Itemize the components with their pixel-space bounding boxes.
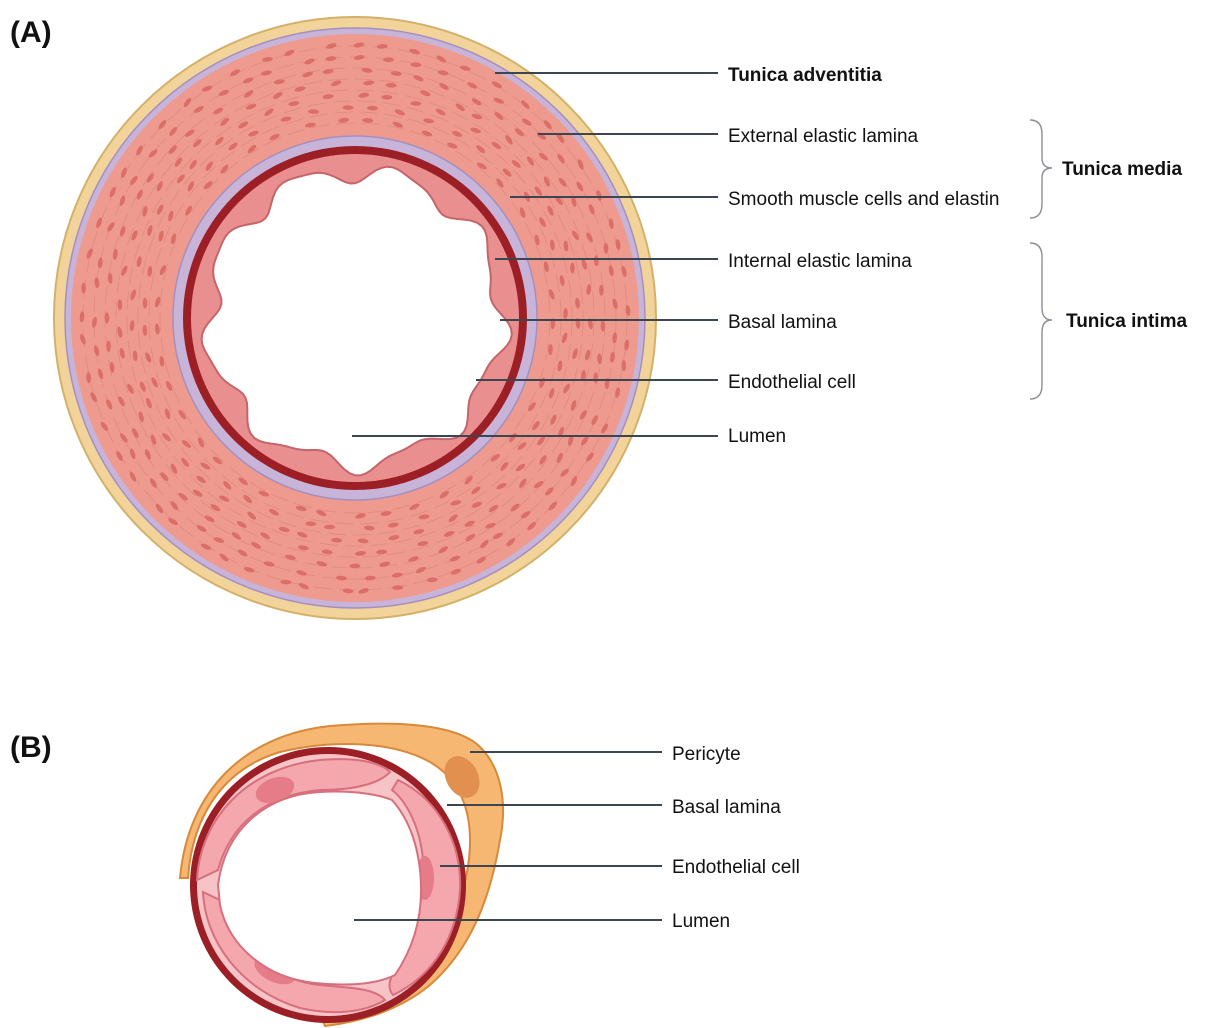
capillary-lumen (218, 792, 421, 985)
label-external-elastic-lamina: External elastic lamina (728, 126, 919, 147)
label-lumen-a: Lumen (728, 426, 786, 447)
artery-cross-section (54, 17, 656, 619)
label-endothelial-cell-a: Endothelial cell (728, 372, 856, 393)
label-pericyte: Pericyte (672, 744, 741, 765)
panel-a-letter: (A) (10, 16, 52, 49)
label-basal-lamina-a: Basal lamina (728, 312, 837, 333)
label-endothelial-cell-b: Endothelial cell (672, 857, 800, 878)
label-smooth-muscle: Smooth muscle cells and elastin (728, 189, 999, 210)
muscle-nucleus (599, 285, 604, 296)
label-internal-elastic-lamina: Internal elastic lamina (728, 251, 912, 272)
label-basal-lamina-b: Basal lamina (672, 797, 781, 818)
muscle-nucleus (594, 255, 599, 266)
label-tunica-media: Tunica media (1062, 159, 1182, 180)
label-lumen-b: Lumen (672, 911, 730, 932)
brace-tunica-intima (1030, 243, 1052, 399)
muscle-nucleus (324, 525, 335, 530)
panel-b-letter: (B) (10, 731, 52, 764)
capillary-cross-section (180, 724, 503, 1026)
muscle-nucleus (381, 95, 392, 100)
brace-tunica-media (1030, 120, 1052, 218)
label-tunica-intima: Tunica intima (1066, 311, 1187, 332)
muscle-nucleus (383, 57, 394, 62)
label-tunica-adventitia: Tunica adventitia (728, 65, 882, 86)
